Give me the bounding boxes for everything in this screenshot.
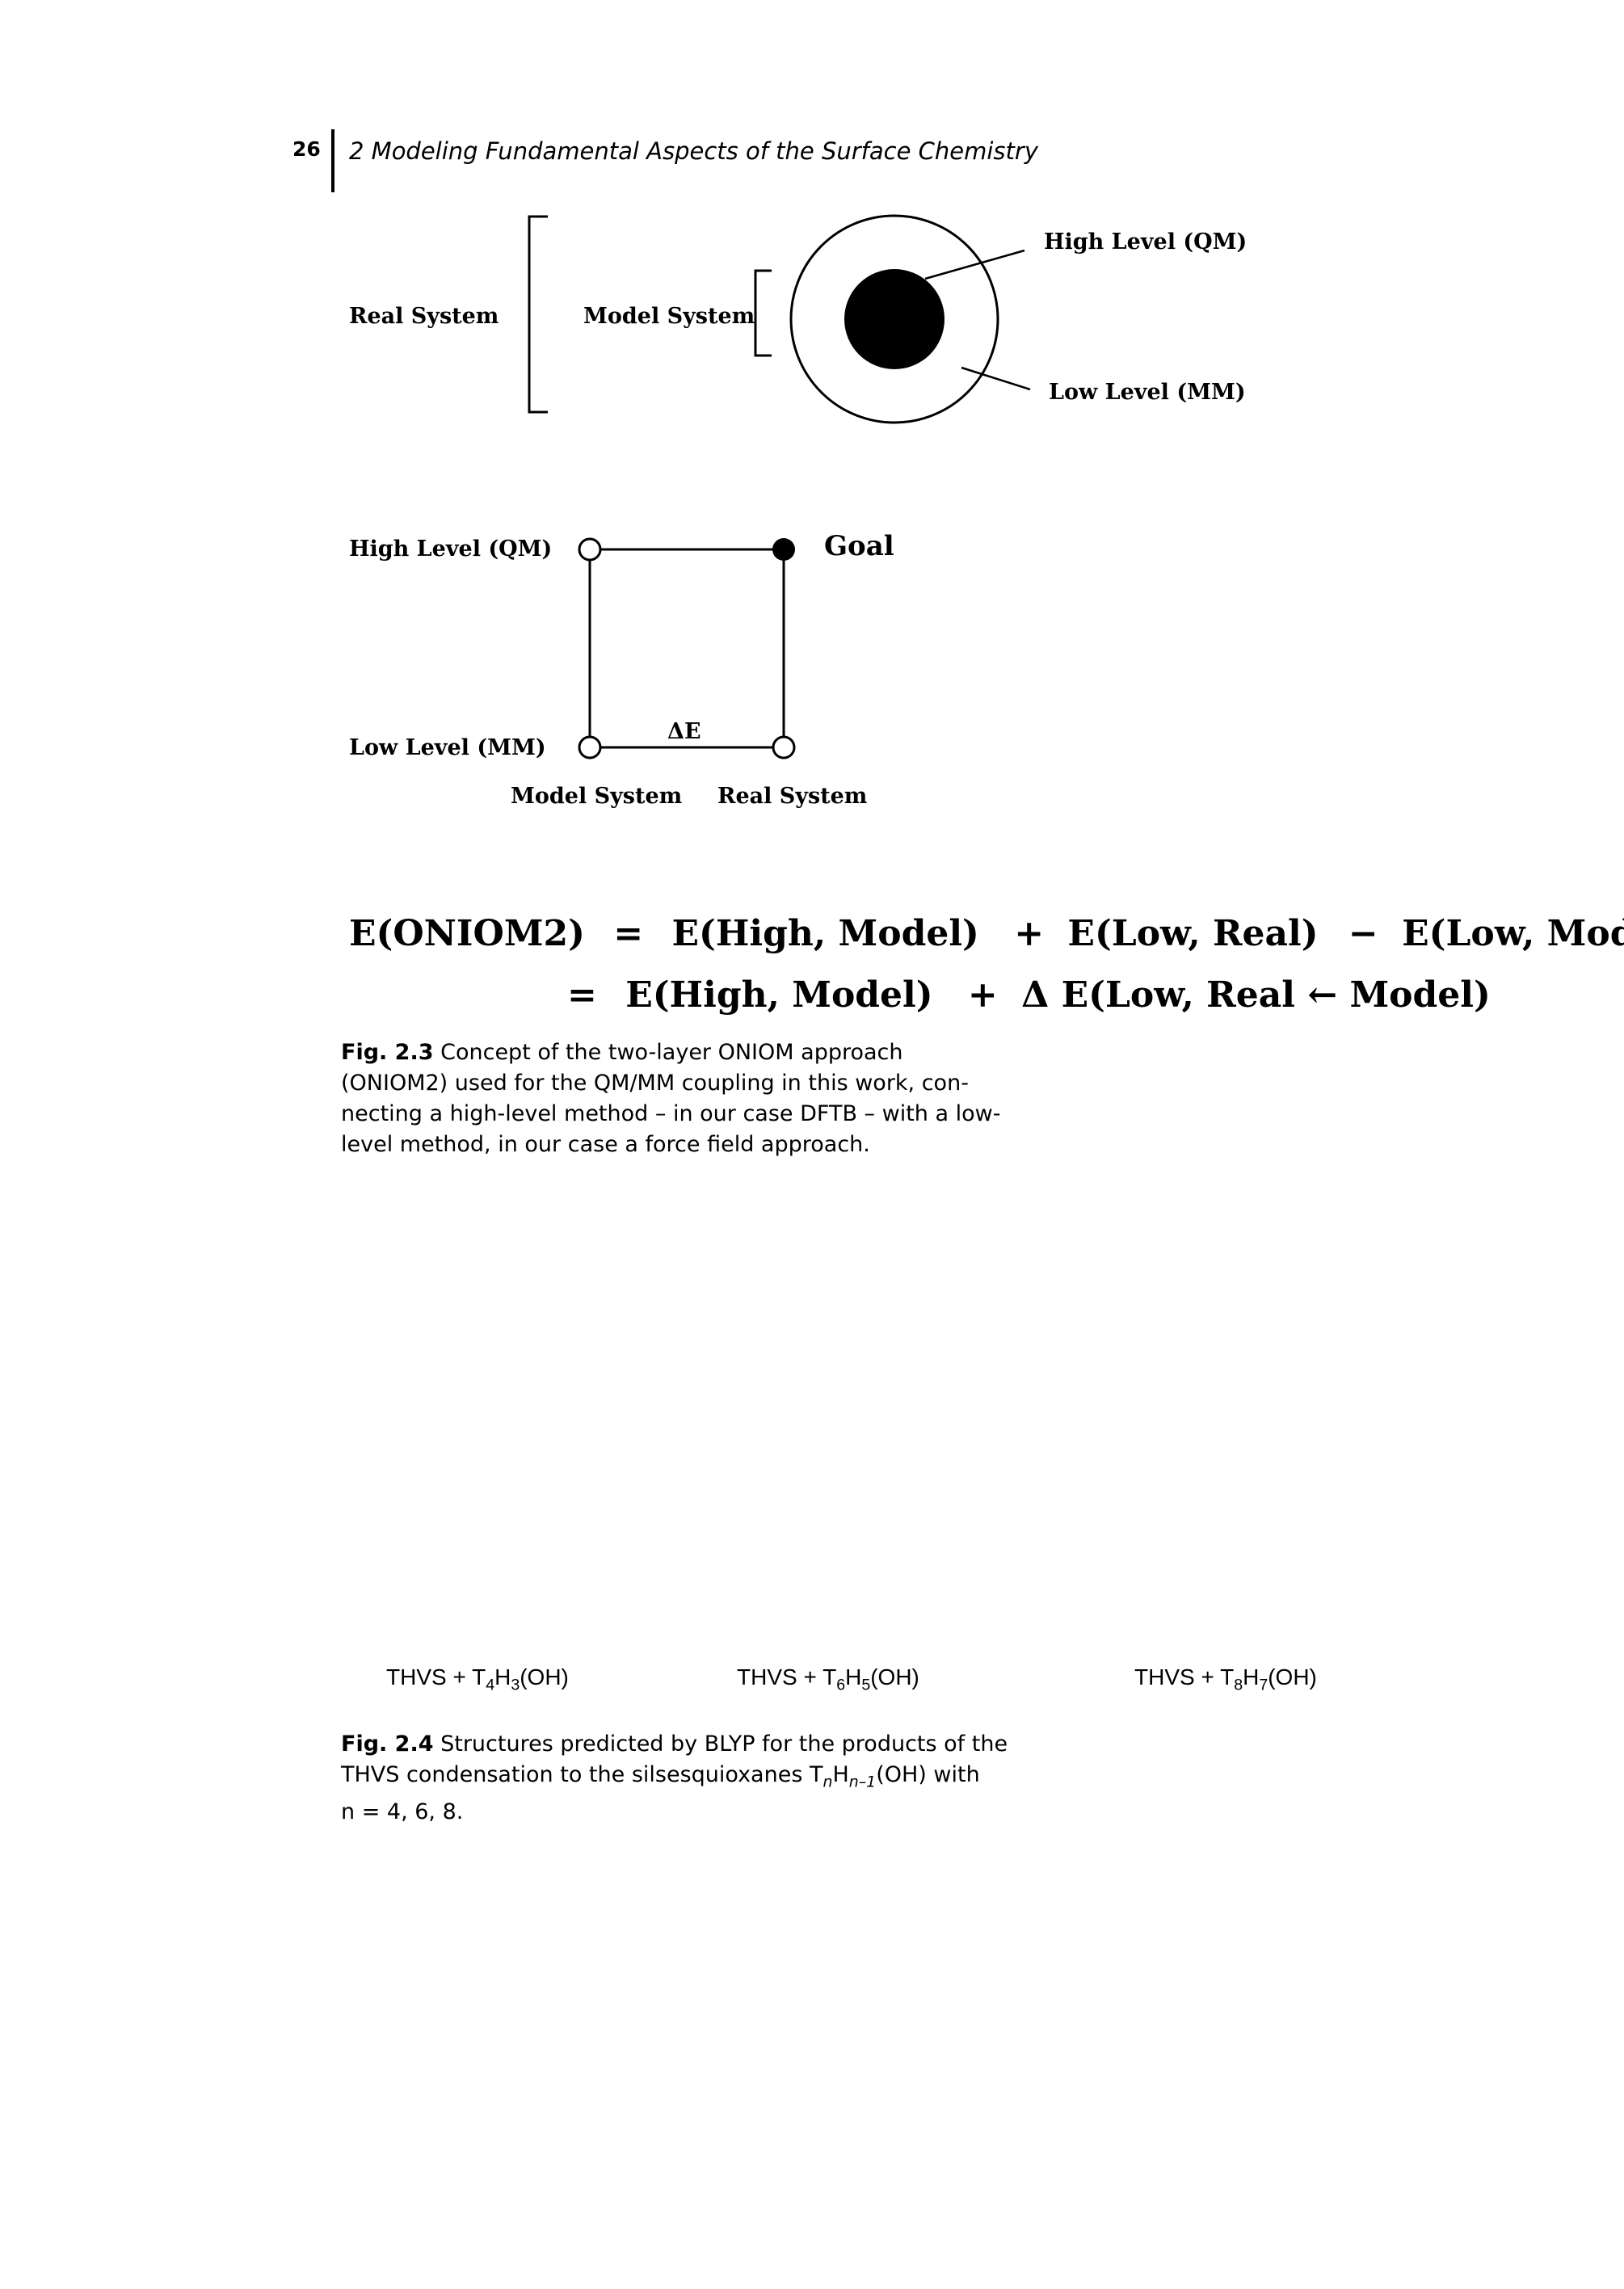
eq-equals-2: = <box>567 974 597 1016</box>
goal-node <box>772 538 795 561</box>
equation-line-2: = E(High, Model) + Δ E(Low, Real ← Model… <box>567 974 1491 1016</box>
low-level-label: Low Level (MM) <box>1049 380 1246 405</box>
model-system-bracket <box>754 269 772 357</box>
real-system-label: Real System <box>349 304 499 329</box>
real-low-node <box>772 735 796 759</box>
fig-2-3-caption: Fig. 2.3 Concept of the two-layer ONIOM … <box>341 1037 1068 1160</box>
square-low-level-label: Low Level (MM) <box>349 735 546 760</box>
page-number: 26 <box>292 137 321 161</box>
eq-minus: − <box>1348 913 1378 954</box>
model-high-node <box>578 537 602 562</box>
caption-line: necting a high-level method – in our cas… <box>341 1101 1001 1126</box>
caption-line: THVS condensation to the silsesquioxanes… <box>341 1762 980 1791</box>
eq-term-high-model: E(High, Model) <box>671 913 979 954</box>
caption-line: Concept of the two-layer ONIOM approach <box>440 1040 903 1065</box>
real-system-bracket <box>528 215 548 414</box>
low-level-pointer <box>961 366 1031 391</box>
high-level-pointer <box>924 249 1025 280</box>
model-system-label: Model System <box>583 304 755 329</box>
caption-line: Structures predicted by BLYP for the pro… <box>440 1731 1008 1757</box>
eq-plus-1: + <box>1014 913 1045 954</box>
eq-plus-2: + <box>967 974 998 1016</box>
goal-label: Goal <box>824 530 894 562</box>
eq-equals-1: = <box>613 913 644 954</box>
caption-line: (ONIOM2) used for the QM/MM coupling in … <box>341 1071 969 1096</box>
square-model-system-label: Model System <box>511 784 683 809</box>
high-level-label: High Level (QM) <box>1044 229 1247 255</box>
caption-line: level method, in our case a force field … <box>341 1132 870 1157</box>
model-low-node <box>578 735 602 759</box>
eq-lhs: E(ONIOM2) <box>349 913 585 954</box>
eq-term-low-real: E(Low, Real) <box>1067 913 1319 954</box>
caption-line: n = 4, 6, 8. <box>341 1799 464 1825</box>
eq-term-low-model: E(Low, Model) <box>1402 913 1624 954</box>
eq-term-high-model-2: E(High, Model) <box>625 974 933 1016</box>
eq-term-delta: Δ E(Low, Real ← Model) <box>1021 974 1491 1016</box>
oniom-layers-diagram <box>528 214 1031 759</box>
fig-2-4-label: Fig. 2.4 <box>341 1731 434 1757</box>
molecule-label-t8: THVS + T8H7(OH) <box>1134 1664 1317 1694</box>
delta-e-label: ΔE <box>667 719 701 744</box>
running-title: 2 Modeling Fundamental Aspects of the Su… <box>349 137 1038 165</box>
molecule-label-t4: THVS + T4H3(OH) <box>386 1664 569 1694</box>
fig-2-4-caption: Fig. 2.4 Structures predicted by BLYP fo… <box>341 1729 1068 1828</box>
real-system-circle <box>789 214 999 424</box>
square-high-level-label: High Level (QM) <box>349 536 553 562</box>
model-system-circle <box>844 269 945 369</box>
equation-line-1: E(ONIOM2) = E(High, Model) + E(Low, Real… <box>349 913 1624 954</box>
square-real-system-label: Real System <box>717 784 868 809</box>
fig-2-3-label: Fig. 2.3 <box>341 1040 434 1065</box>
header-rule <box>331 129 334 192</box>
molecule-label-t6: THVS + T6H5(OH) <box>737 1664 919 1694</box>
